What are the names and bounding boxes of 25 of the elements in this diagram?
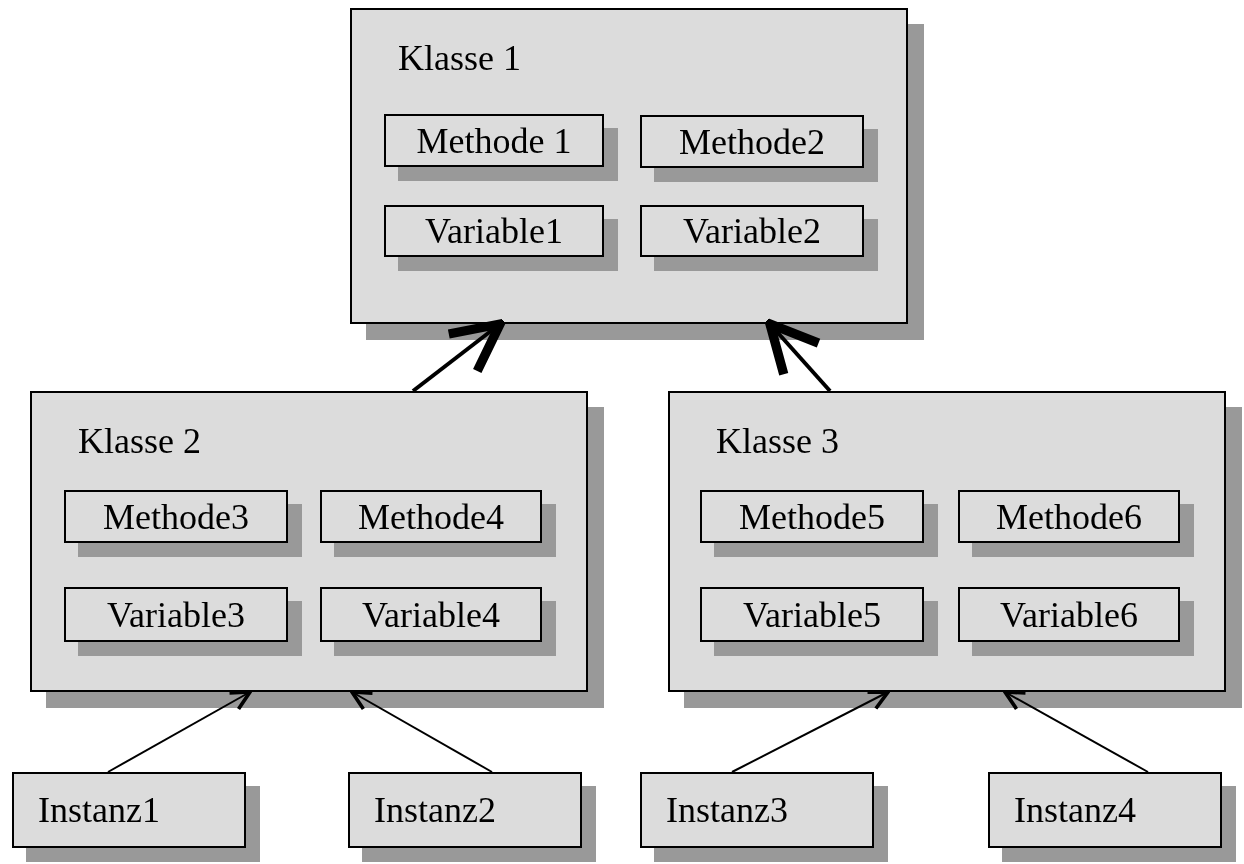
arrow <box>1003 690 1149 773</box>
member-label: Methode 1 <box>416 122 572 159</box>
member-label: Variable4 <box>362 596 500 633</box>
instance-label: Instanz3 <box>666 792 788 828</box>
member-label: Variable3 <box>107 596 245 633</box>
arrow <box>107 690 252 773</box>
arrow <box>411 319 505 393</box>
member-label: Variable5 <box>743 596 881 633</box>
class-title: Klasse 2 <box>78 423 201 459</box>
member-label: Methode3 <box>103 498 249 535</box>
arrow <box>731 690 890 773</box>
instance-label: Instanz4 <box>1014 792 1136 828</box>
member-label: Methode5 <box>739 498 885 535</box>
member-label: Variable6 <box>1000 596 1138 633</box>
class-title: Klasse 1 <box>398 40 521 76</box>
instance-label: Instanz2 <box>374 792 496 828</box>
instance-label: Instanz1 <box>38 792 160 828</box>
member-label: Methode4 <box>358 498 504 535</box>
member-label: Methode6 <box>996 498 1142 535</box>
member-label: Variable1 <box>425 213 563 249</box>
arrow <box>350 690 493 773</box>
arrow <box>765 319 832 393</box>
member-label: Methode2 <box>679 123 825 160</box>
class-title: Klasse 3 <box>716 423 839 459</box>
member-label: Variable2 <box>683 213 821 249</box>
